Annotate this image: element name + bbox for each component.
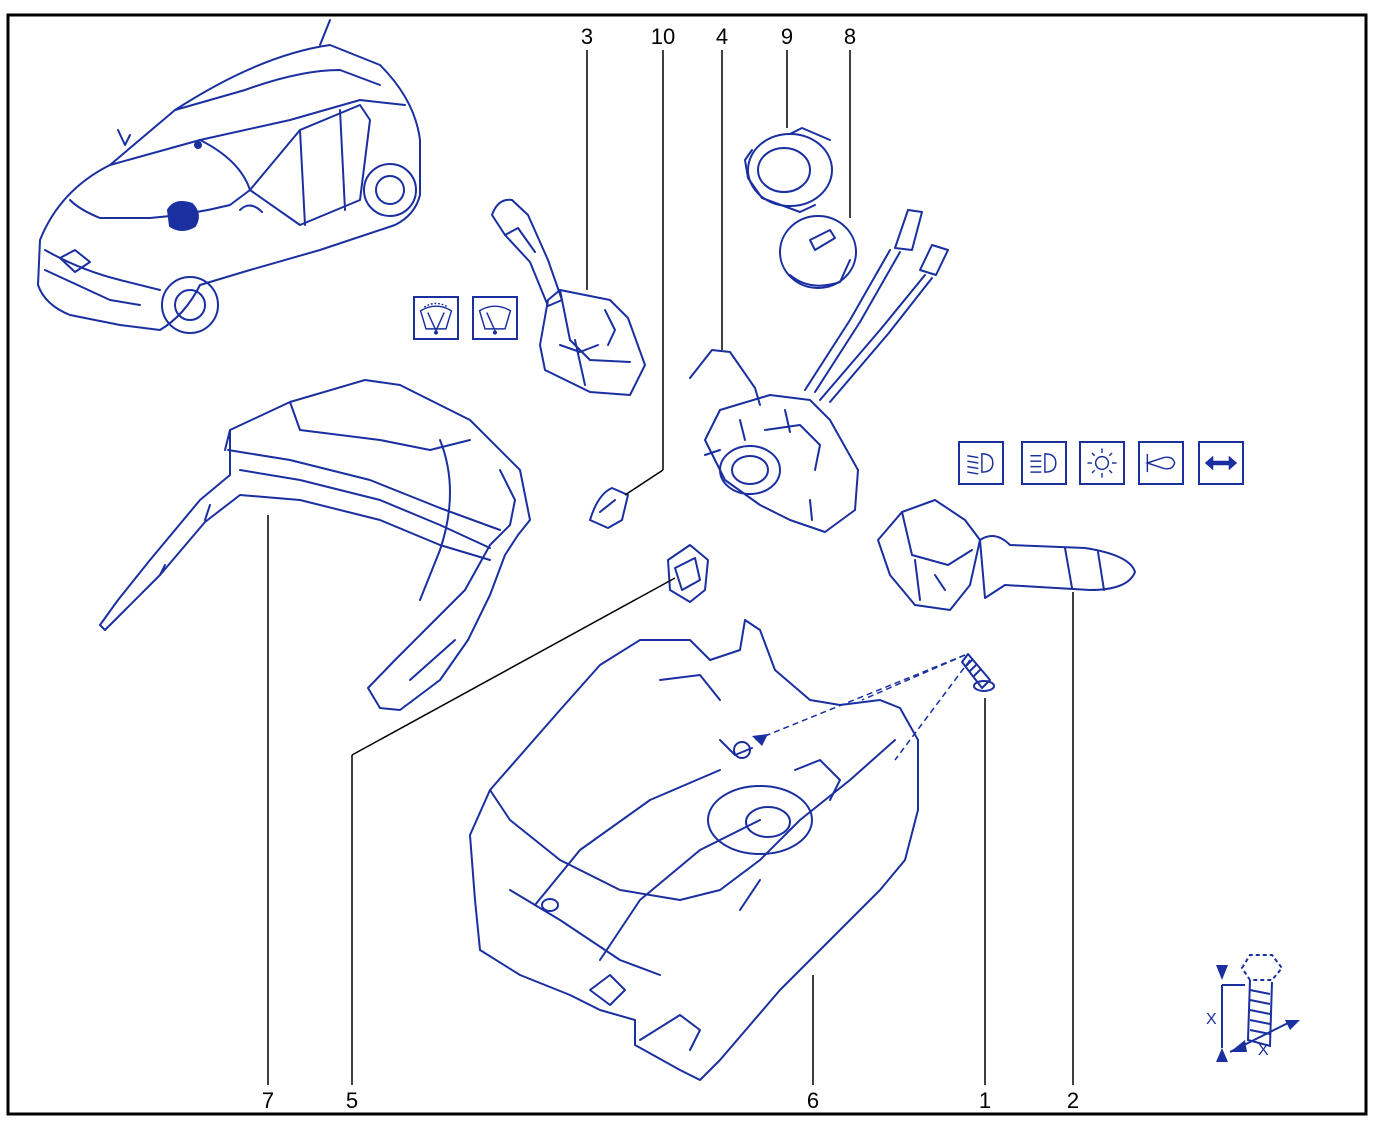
- callout-5: 5: [345, 1088, 359, 1113]
- callout-8: 8: [843, 24, 857, 49]
- part-10-clip: [589, 487, 629, 529]
- assembly-line-1: [754, 654, 966, 741]
- part-3-wiper-switch: [491, 198, 646, 396]
- part-5-bracket: [667, 544, 709, 603]
- high-beam-icon: [1021, 441, 1067, 485]
- dim-arrow-right: [1285, 1020, 1300, 1030]
- interior-light-icon: [1079, 441, 1125, 485]
- assembly-line-3: [894, 659, 971, 761]
- car-dot: [194, 141, 202, 149]
- leader-10b: [624, 469, 664, 496]
- part-6-lower-shroud: [469, 619, 919, 1081]
- assembly-arrow: [752, 734, 768, 746]
- turn-signal-icon: [1198, 441, 1244, 485]
- callout-9: 9: [780, 24, 794, 49]
- bolt-dimension-detail: [1221, 954, 1291, 1053]
- rear-wiper-icon: [472, 296, 518, 340]
- dim-arrow-top: [1216, 965, 1228, 980]
- horn-icon: [1138, 441, 1184, 485]
- dimension-label-x-left: X: [1206, 1011, 1217, 1028]
- part-4-switch-module: [689, 349, 859, 533]
- leader-5b: [351, 577, 676, 756]
- assembly-line-2: [861, 654, 966, 701]
- low-beam-icon: [958, 441, 1004, 485]
- dim-arrow-left: [1230, 1040, 1247, 1052]
- dim-arrow-bottom: [1216, 1048, 1228, 1062]
- callout-10: 10: [650, 24, 676, 49]
- car-illustration: [37, 19, 421, 334]
- part-7-upper-shroud: [99, 379, 531, 711]
- part-1-screw: [961, 653, 995, 692]
- dimension-label-x-bottom: X: [1258, 1042, 1269, 1059]
- car-steering-highlight: [167, 201, 199, 231]
- callout-7: 7: [261, 1088, 275, 1113]
- callout-6: 6: [806, 1088, 820, 1113]
- callout-4: 4: [715, 24, 729, 49]
- part-8-sensor: [779, 209, 949, 403]
- callout-1: 1: [978, 1088, 992, 1113]
- part-9-ring: [744, 127, 833, 213]
- callout-3: 3: [580, 24, 594, 49]
- callout-2: 2: [1066, 1088, 1080, 1113]
- front-wiper-icon: [413, 296, 459, 340]
- diagram-border: [6, 13, 1368, 1116]
- part-2-light-switch: [877, 499, 1136, 611]
